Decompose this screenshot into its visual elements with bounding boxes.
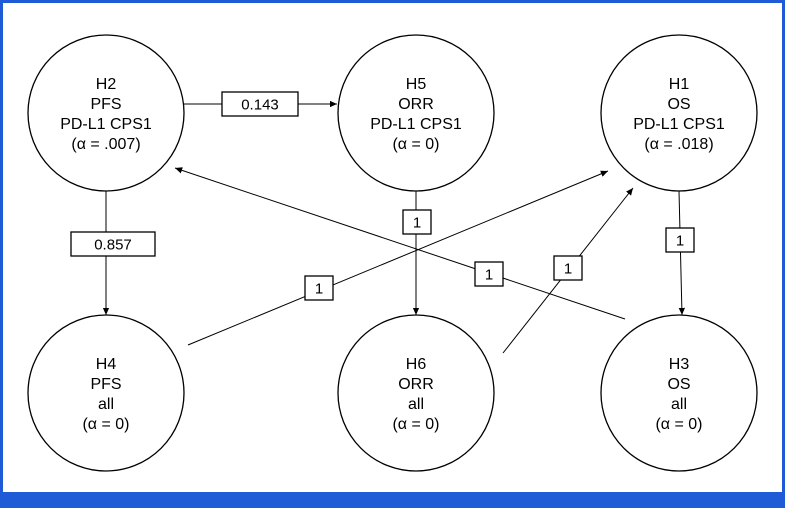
edge-weight-label: 1 [315,281,323,298]
node-text-line: H4 [96,356,117,373]
node-text-line: ORR [398,376,434,393]
edge-labels-layer: 0.143 0.857 1 1 1 1 1 [70,91,695,301]
node-text-line: (α = 0) [392,416,439,433]
node-text-line: PFS [90,376,121,393]
edge-weight-label: 0.143 [241,97,279,114]
node-text-line: H1 [669,76,690,93]
edge-arrow-h3-to-h2 [174,167,626,320]
edge-weight-label: 1 [564,261,572,278]
node-text-line: (α = 0) [392,136,439,153]
node-text-line: OS [667,96,690,113]
edge-weight-box [553,255,583,281]
node-text-line: PD-L1 CPS1 [633,116,725,133]
node-circle [600,34,758,192]
edge-arrow-h1-to-h3 [678,190,686,316]
node-text-line: (α = .007) [71,136,140,153]
edge-weight-box [70,231,156,257]
edge-weight-box [402,209,432,235]
node-text-line: (α = 0) [655,416,702,433]
node-circle [27,314,185,472]
node-text-line: (α = .018) [644,136,713,153]
edge-weight-label: 1 [413,215,421,232]
node-text-line: all [98,396,114,413]
edge-weight-box [665,227,695,253]
node-text-line: ORR [398,96,434,113]
node-text-line: PD-L1 CPS1 [370,116,462,133]
node-text-line: PD-L1 CPS1 [60,116,152,133]
node-text-line: all [408,396,424,413]
node-text-line: H3 [669,356,690,373]
node-circle [337,34,495,192]
edge-weight-label: 1 [676,233,684,250]
edge-weight-box [304,275,334,301]
node-text-line: all [671,396,687,413]
edge-weight-label: 0.857 [94,237,132,254]
node-circle [27,34,185,192]
node-text-line: H2 [96,76,117,93]
edge-arrow-h4-to-h1 [187,170,609,346]
node-circle [600,314,758,472]
node-text-line: (α = 0) [82,416,129,433]
node-text-line: H6 [406,356,427,373]
edge-weight-box [221,91,299,117]
node-text-line: H5 [406,76,427,93]
node-text-line: OS [667,376,690,393]
edge-weight-box [474,261,504,287]
node-circle [337,314,495,472]
edge-weight-label: 1 [485,267,493,284]
bottom-accent-bar [0,492,785,508]
node-text-line: PFS [90,96,121,113]
